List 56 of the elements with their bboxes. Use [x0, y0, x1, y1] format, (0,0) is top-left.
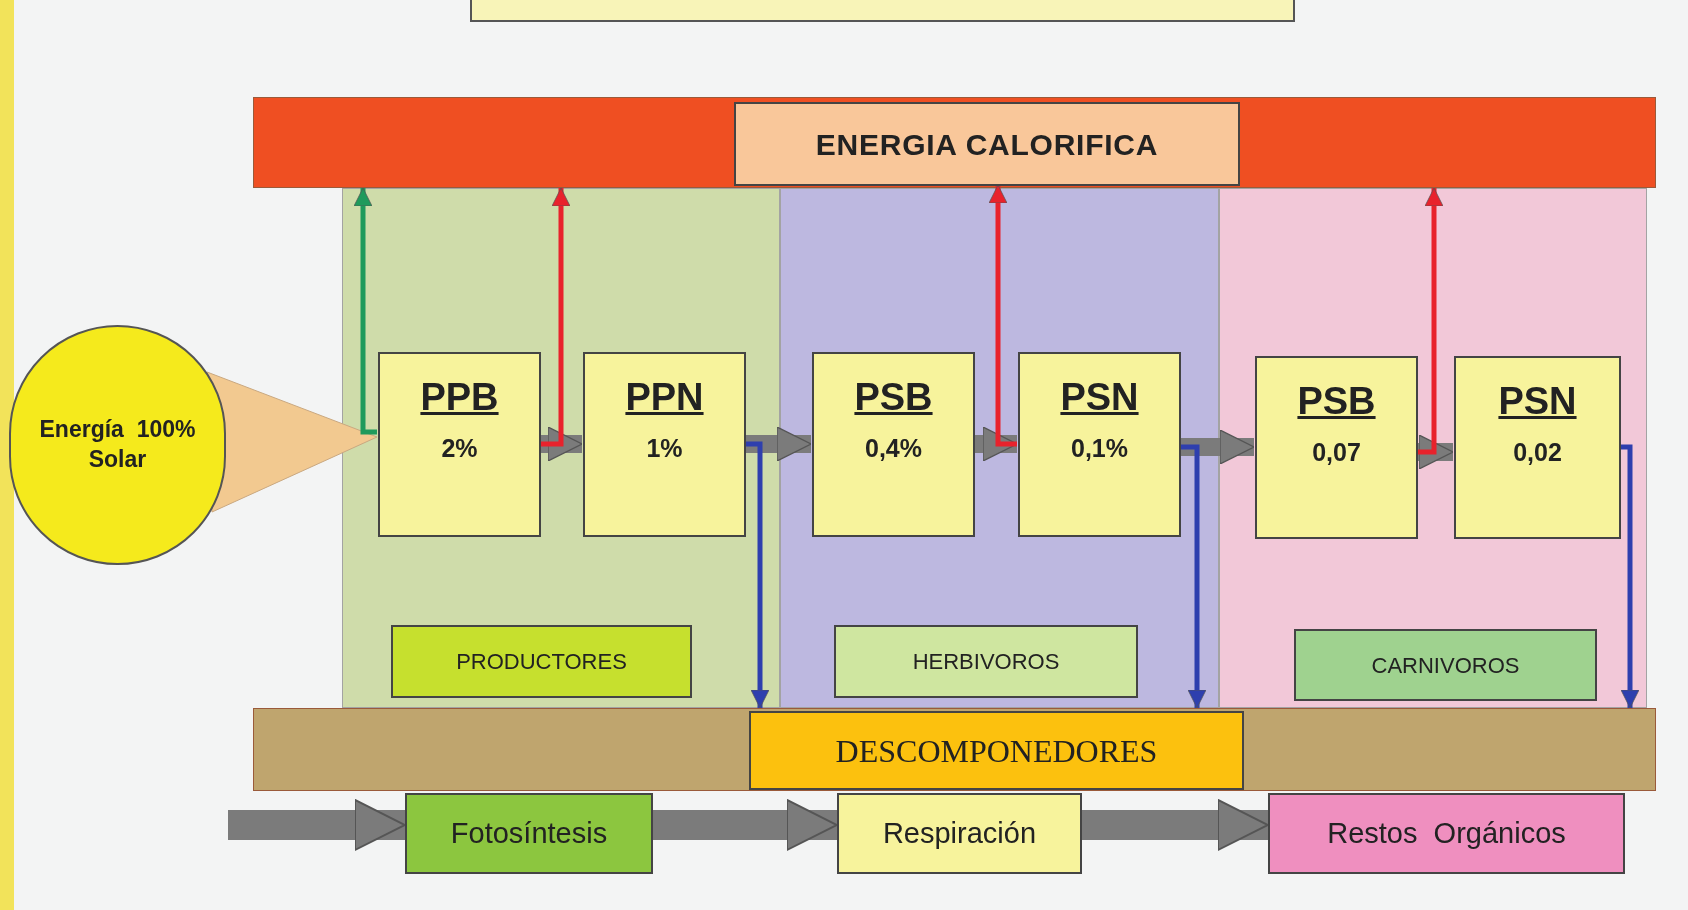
carnivores-column: [1219, 188, 1647, 708]
level-box: [378, 352, 541, 537]
node-label: Fotosíntesis: [450, 815, 608, 851]
node-label: ENERGIA CALORIFICA: [815, 126, 1159, 163]
node-label: CARNIVOROS: [1371, 651, 1520, 680]
light-beam: [206, 371, 378, 513]
arrow: [974, 426, 1018, 462]
decomposer-band: [253, 708, 1656, 791]
herbivores-column: [780, 188, 1219, 708]
process-box: [405, 793, 653, 874]
node-value: 0,4%: [865, 436, 922, 461]
arrow: [353, 187, 377, 435]
level-box: [1255, 356, 1418, 539]
arrow: [1180, 429, 1255, 465]
level-box: [1454, 356, 1621, 539]
arrow: [228, 799, 406, 851]
node-label: PSN: [1498, 382, 1577, 420]
node-value: 2%: [441, 436, 478, 461]
node-value: 0,02: [1513, 440, 1562, 465]
node-label: Energía 100% Solar: [38, 415, 197, 474]
node-label: DESCOMPONEDORES: [835, 731, 1158, 771]
category-box: [834, 625, 1138, 698]
heat-energy-box: [734, 102, 1240, 186]
node-label: PSN: [1060, 378, 1139, 416]
level-box: [812, 352, 975, 537]
node-value: 1%: [646, 436, 683, 461]
level-box: [583, 352, 746, 537]
arrow: [745, 426, 812, 462]
category-box: [1294, 629, 1597, 701]
node-label: PSB: [1297, 382, 1376, 420]
arrow: [1417, 187, 1444, 455]
arrow: [1417, 434, 1454, 470]
arrow: [540, 187, 571, 447]
node-label: Respiración: [882, 815, 1037, 851]
arrow: [988, 184, 1017, 447]
node-label: HERBIVOROS: [912, 648, 1060, 676]
arrow: [1620, 444, 1640, 709]
arrow: [1082, 799, 1269, 851]
node-label: PPB: [420, 378, 499, 416]
node-label: Restos Orgánicos: [1327, 815, 1566, 851]
arrow: [540, 426, 583, 462]
arrow: [1180, 444, 1207, 709]
producers-column: [342, 188, 780, 708]
node-label: PSB: [854, 378, 933, 416]
decomposers-box: [749, 711, 1244, 790]
node-value: 0,07: [1312, 440, 1361, 465]
arrow: [653, 799, 838, 851]
process-box: [1268, 793, 1625, 874]
heat-band: [253, 97, 1656, 188]
node-value: 0,1%: [1071, 436, 1128, 461]
arrow: [745, 441, 770, 709]
node-label: PRODUCTORES: [456, 648, 627, 676]
category-box: [391, 625, 692, 698]
process-box: [837, 793, 1082, 874]
node-label: PPN: [625, 378, 704, 416]
level-box: [1018, 352, 1181, 537]
